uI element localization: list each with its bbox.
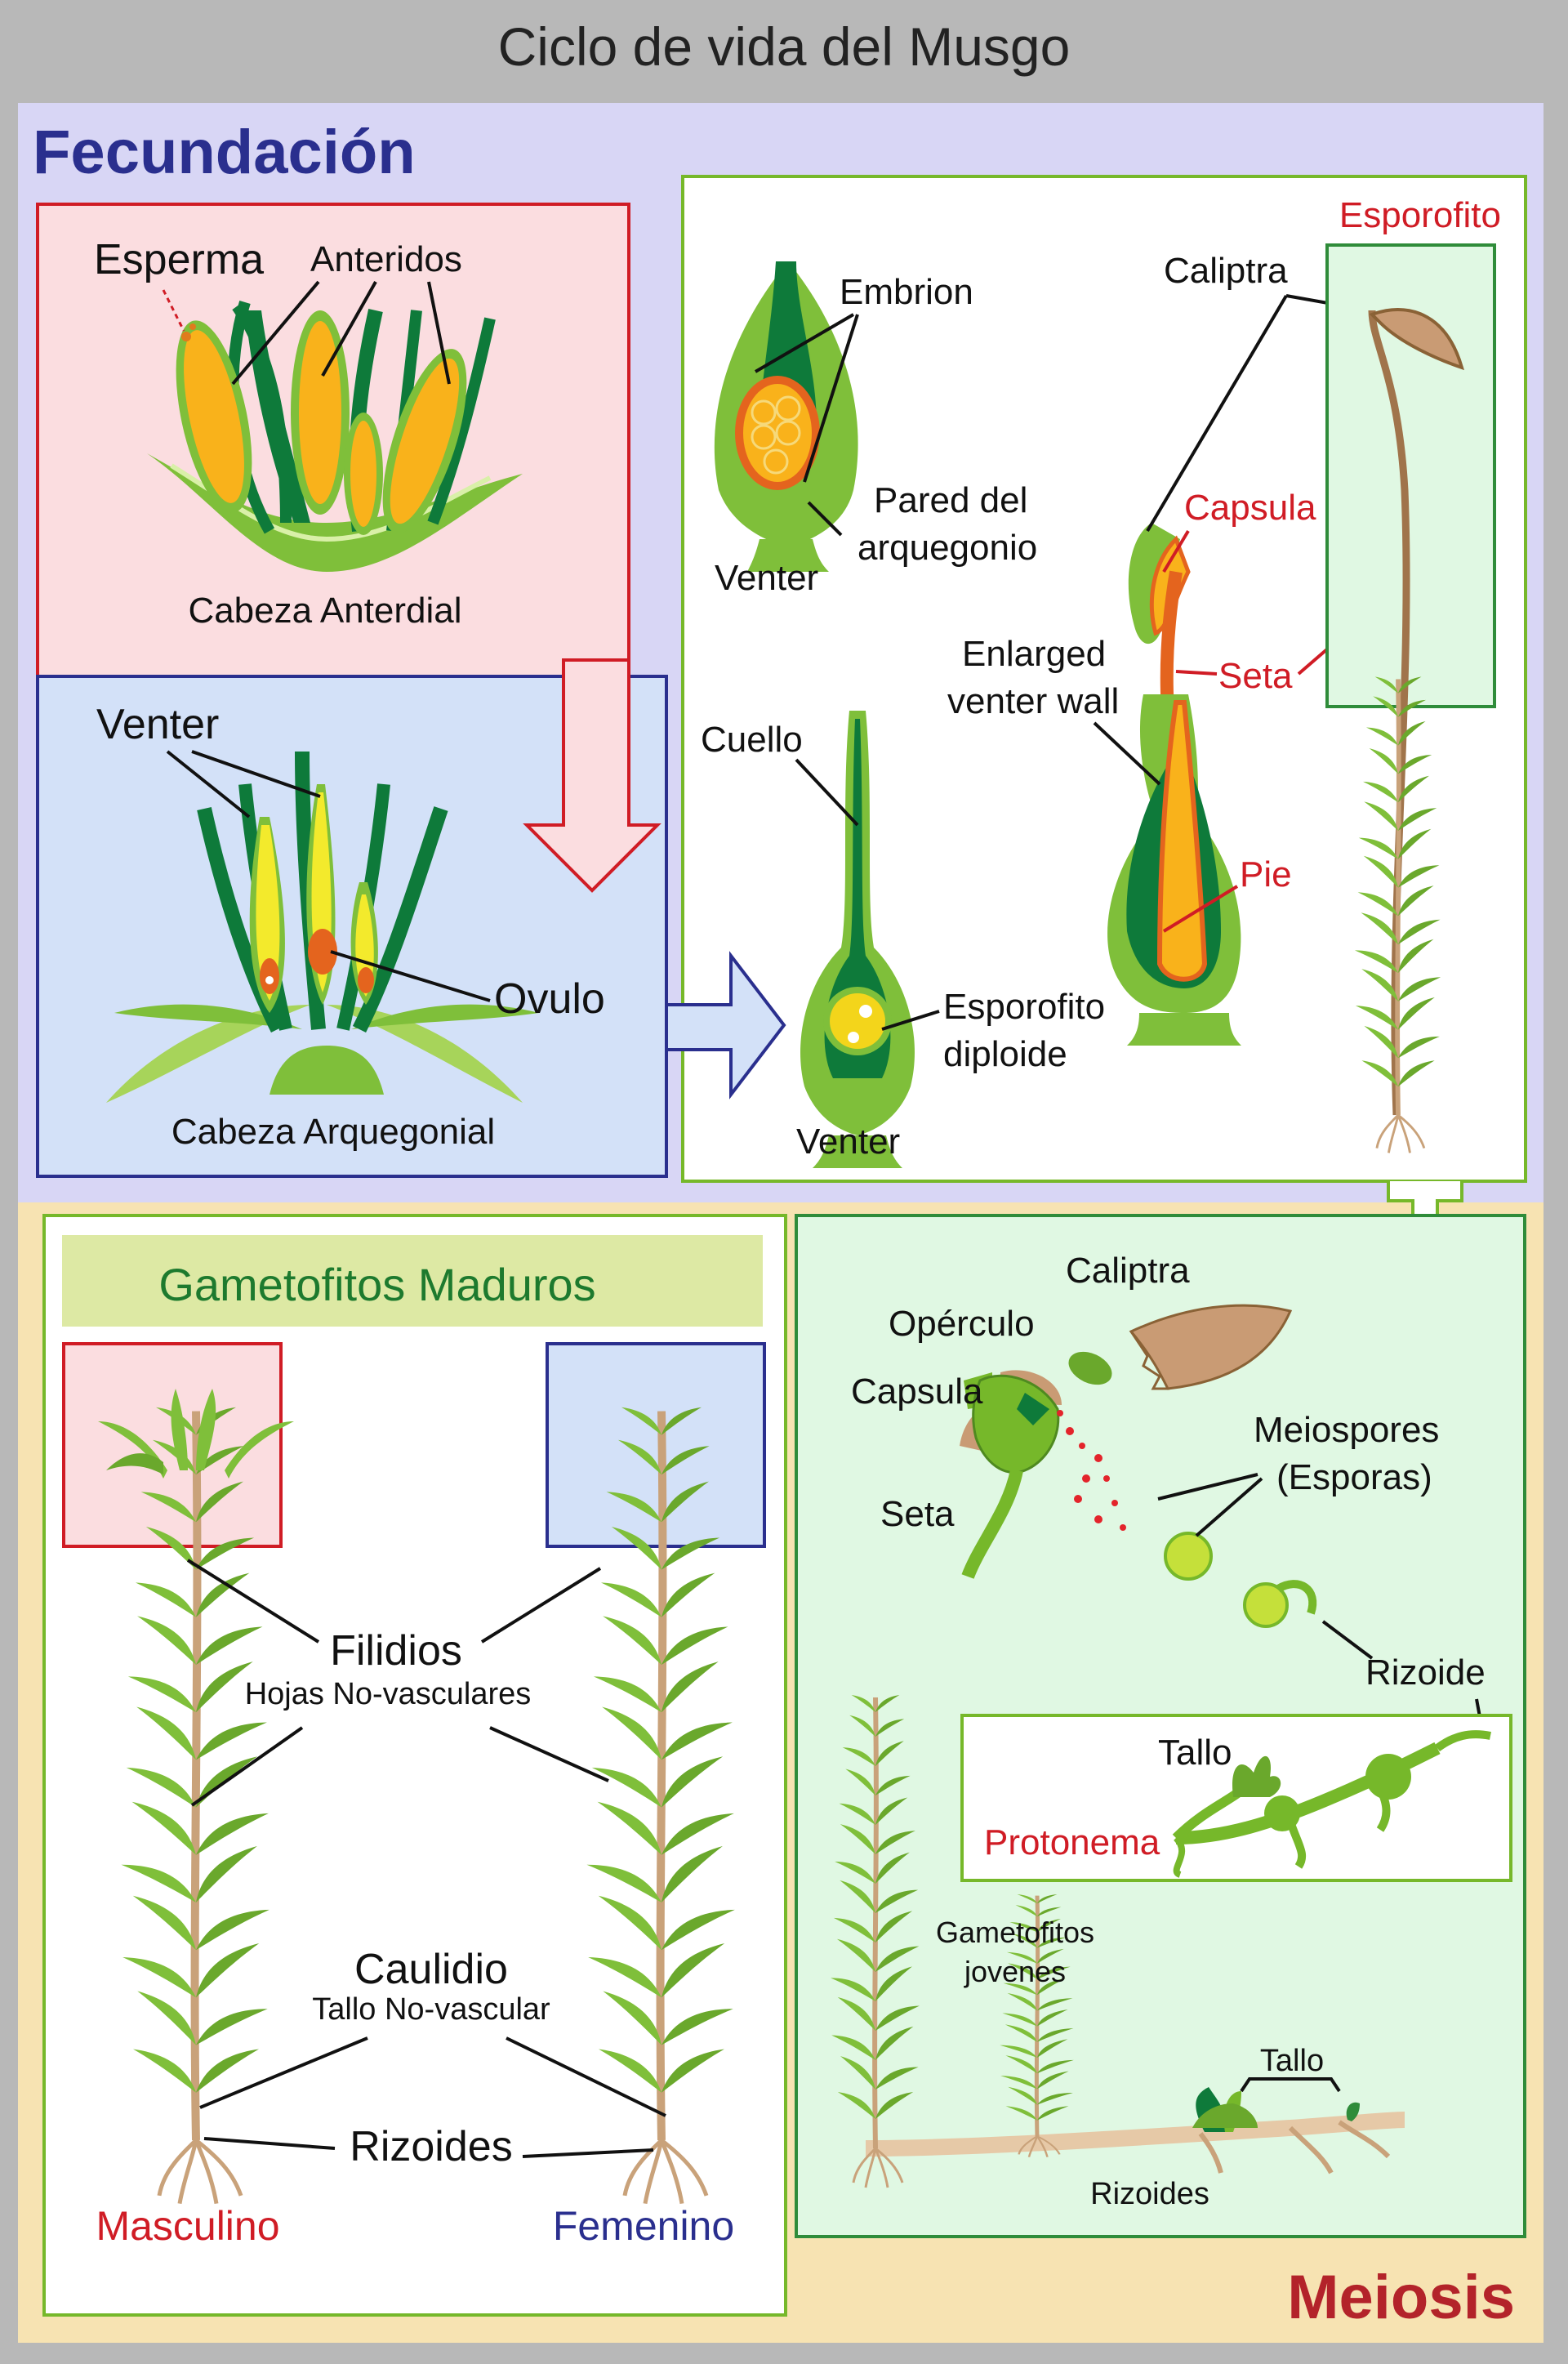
- foot-label: Pie: [1240, 854, 1292, 894]
- gametophytes-header: Gametofitos Maduros: [158, 1259, 595, 1310]
- embryo-label: Embrion: [840, 272, 973, 312]
- rhizoid-label: Rizoide: [1365, 1653, 1486, 1693]
- embryo-venter-label: Venter: [715, 558, 818, 598]
- antheridia-pointer-3: [427, 281, 451, 385]
- spore-calyptra-label: Caliptra: [1066, 1251, 1190, 1291]
- stem-label: Caulidio: [354, 1946, 508, 1993]
- germinating-spore-illustration: [1243, 1580, 1317, 1628]
- leaves-pointer-female-upper: [480, 1567, 602, 1644]
- capsule-label: Capsula: [1184, 488, 1316, 528]
- embryo-pointer-2: [803, 314, 859, 483]
- antheridial-head-illustration: [147, 300, 523, 572]
- venter-pointer-1: [166, 750, 251, 818]
- spore-seta-label: Seta: [880, 1494, 955, 1534]
- protonema-stem-label: Tallo: [1158, 1733, 1232, 1773]
- rhizoids-pointer-female: [522, 2148, 654, 2158]
- embryo-pointer-1: [754, 313, 855, 373]
- female-label: Femenino: [553, 2203, 734, 2249]
- antheridia-pointer-1: [231, 280, 320, 386]
- fertilization-heading: Fecundación: [33, 118, 416, 187]
- enlarged-wall-pointer: [1093, 721, 1161, 786]
- young-stem-bracket: [1240, 2077, 1341, 2093]
- calyptra-cap-illustration: [1129, 1304, 1293, 1390]
- seta-pointer-1: [1175, 670, 1218, 676]
- stem-sublabel: Tallo No-vascular: [312, 1992, 550, 2027]
- archegonial-venter-label: Venter: [96, 701, 219, 748]
- wall-pointer: [807, 501, 843, 537]
- sporophyte-title: Esporofito: [1339, 195, 1501, 235]
- capsule-pointer: [1162, 529, 1190, 573]
- stem-pointer-male: [199, 2036, 368, 2109]
- enlarged-wall-label-1: Enlarged: [962, 634, 1106, 674]
- young-gametophytes-label-2: jovenes: [964, 1955, 1066, 1988]
- neck-pointer: [795, 758, 859, 827]
- leaves-label: Filidios: [330, 1627, 462, 1675]
- leaves-pointer-male-upper: [186, 1559, 320, 1644]
- spore-capsule-label: Capsula: [851, 1372, 983, 1412]
- young-gametophytes-label-1: Gametofitos: [936, 1916, 1094, 1949]
- antheridial-caption: Cabeza Anterdial: [188, 591, 461, 631]
- rhizoid-pointer: [1321, 1620, 1374, 1660]
- male-label: Masculino: [96, 2203, 279, 2249]
- ovum-label: Ovulo: [494, 975, 605, 1023]
- young-gametophytes-illustration: [831, 1695, 1405, 2188]
- embryo-illustration: [714, 261, 858, 572]
- male-gametophyte-head: [98, 1389, 294, 1479]
- calyptra-label: Caliptra: [1164, 251, 1288, 291]
- meiospore-illustration: [1164, 1532, 1213, 1581]
- female-head-box: [546, 1342, 766, 1548]
- archegonial-to-embryo-arrow: [665, 951, 786, 1099]
- mature-sporophyte-illustration: [1355, 308, 1464, 1153]
- diploid-pointer: [881, 1010, 940, 1031]
- diploid-sporophyte-label-2: diploide: [943, 1034, 1067, 1074]
- neck-label: Cuello: [701, 720, 803, 760]
- archegonium-wall-label-1: Pared del: [874, 480, 1027, 520]
- spore-capsule-illustration: [961, 1374, 1060, 1579]
- meiospores-label-2: (Esporas): [1276, 1457, 1432, 1497]
- archegonium-venter-label: Venter: [796, 1122, 900, 1162]
- gametophytes-header-band: [62, 1235, 763, 1327]
- sperm-label: Esperma: [94, 236, 264, 283]
- diploid-sporophyte-label-1: Esporofito: [943, 987, 1105, 1027]
- calyptra-pointer-1: [1146, 294, 1288, 533]
- archegonium-wall-label-2: arquegonio: [858, 528, 1037, 568]
- meiospores-pointer-2: [1195, 1477, 1263, 1537]
- foot-pointer: [1162, 885, 1239, 933]
- protonema-label: Protonema: [984, 1822, 1160, 1862]
- rhizoids-label: Rizoides: [350, 2123, 512, 2170]
- antheridia-pointer-2: [321, 281, 377, 377]
- protonema-illustration: [1172, 1730, 1491, 1878]
- meiospore-dots: [1057, 1410, 1126, 1531]
- young-stem-label: Tallo: [1260, 2044, 1324, 2078]
- diagram-title: Ciclo de vida del Musgo: [498, 16, 1071, 77]
- ovum-pointer: [330, 950, 491, 1002]
- meiospores-pointer-1: [1157, 1473, 1258, 1501]
- leaves-sublabel: Hojas No-vasculares: [245, 1677, 532, 1711]
- venter-pointer-2: [191, 750, 321, 798]
- operculum-illustration: [1068, 1351, 1112, 1385]
- enlarged-wall-label-2: venter wall: [947, 681, 1119, 721]
- developing-sporophyte-illustration: [1107, 523, 1241, 1046]
- young-rhizoids-label: Rizoides: [1090, 2177, 1209, 2211]
- stem-pointer-female: [506, 2036, 666, 2117]
- antheridia-label: Anteridos: [310, 239, 462, 279]
- leaves-pointer-male-lower: [190, 1726, 304, 1807]
- antheridial-to-archegonial-arrow: [523, 658, 662, 893]
- operculum-label: Opérculo: [889, 1304, 1035, 1344]
- meiosis-heading: Meiosis: [1287, 2263, 1515, 2332]
- seta-label: Seta: [1218, 656, 1293, 696]
- sperm-pointer: [162, 289, 185, 332]
- meiospores-label-1: Meiospores: [1254, 1410, 1439, 1450]
- archegonial-caption: Cabeza Arquegonial: [172, 1112, 495, 1152]
- leaves-pointer-female-lower: [489, 1726, 609, 1782]
- rhizoids-pointer-male: [203, 2137, 336, 2150]
